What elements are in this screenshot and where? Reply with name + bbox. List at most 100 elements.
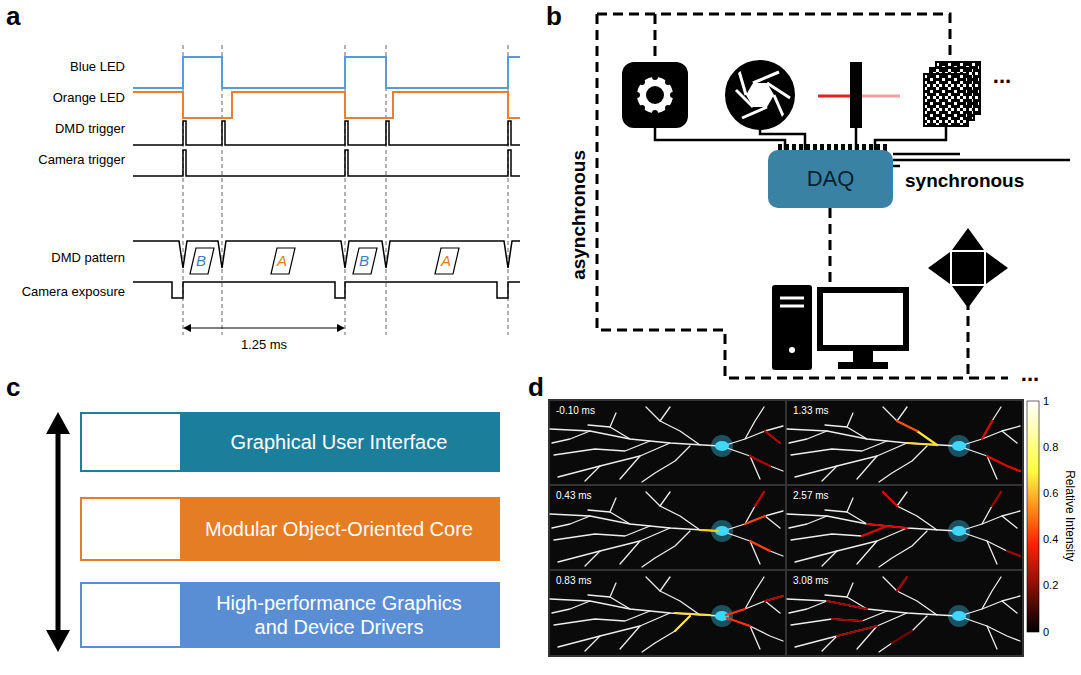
software-layer-band: Graphical User Interface <box>80 412 500 472</box>
camera-icon <box>665 79 671 85</box>
colorbar-tick: 0 <box>1043 626 1049 639</box>
colorbar-tick: 0.6 <box>1043 487 1058 500</box>
computer-icon <box>853 348 873 362</box>
pattern-letter: B <box>359 252 371 270</box>
signal-name: Orange LED <box>53 91 125 106</box>
activity-highlight <box>897 421 917 431</box>
signal-name: Blue LED <box>70 60 125 75</box>
camera-icon <box>634 92 640 98</box>
activity-highlight <box>675 421 1020 643</box>
activity-highlight <box>982 421 1020 471</box>
neuron-imaging-panel <box>550 571 785 655</box>
activity-highlight <box>726 609 750 626</box>
pattern-frame: B <box>190 248 214 274</box>
pattern-frame: A <box>271 248 295 274</box>
neuron-imaging-panel <box>550 492 783 567</box>
colorbar-tick: 0.8 <box>1043 441 1058 454</box>
async-dashed-link <box>967 300 970 378</box>
colorbar-tick: 0.4 <box>1043 533 1058 546</box>
neuron-imaging-panel <box>787 571 1022 655</box>
shutter-icon <box>727 62 793 128</box>
computer-icon <box>772 285 812 370</box>
software-layer-band: Modular Object-Oriented Core <box>80 497 500 561</box>
shutter-icon <box>727 62 793 128</box>
shutter-icon <box>736 71 790 118</box>
activity-highlight <box>700 492 770 551</box>
colorbar-title: Relative Intensity <box>1062 470 1076 561</box>
laser-filter-icon <box>818 62 900 128</box>
camera-icon <box>646 86 664 104</box>
neuron-imaging-panel <box>548 399 1024 657</box>
signal-name: DMD trigger <box>55 122 125 137</box>
computer-icon <box>820 290 906 348</box>
panel-letter: a <box>6 2 20 32</box>
camera-icon <box>665 105 671 111</box>
activity-highlight <box>907 431 937 445</box>
activity-highlight <box>675 613 710 631</box>
ellipsis: ... <box>993 63 1011 88</box>
shutter-icon <box>742 107 767 118</box>
neuron-imaging-panel <box>787 577 1020 652</box>
shutter-icon <box>727 62 793 128</box>
pattern-frame: A <box>435 248 459 274</box>
stack-double-arrow <box>56 428 61 636</box>
activity-highlight <box>827 577 912 643</box>
activity-highlight <box>750 431 780 466</box>
neuron-imaging-panel <box>548 399 1039 657</box>
stack-arrowhead <box>46 412 70 434</box>
neuron-imaging-panel <box>787 401 1022 484</box>
daq-label: DAQ <box>807 166 855 192</box>
software-layer-band: High-performance Graphics and Device Dri… <box>80 582 500 648</box>
shutter-icon <box>767 83 790 98</box>
dmd-pattern-icon <box>924 74 968 126</box>
orange-led-trace <box>133 92 520 118</box>
signal-name: DMD pattern <box>51 251 125 266</box>
stage-arrows-icon <box>952 286 984 308</box>
stage-arrows-icon <box>952 228 984 250</box>
camera-icon <box>634 74 676 116</box>
sync-label: synchronous <box>905 170 1024 192</box>
shutter-icon <box>774 95 784 118</box>
neuron-imaging-panel <box>550 407 783 482</box>
camera-icon <box>652 110 658 116</box>
camera-exposure-trace <box>133 282 520 298</box>
ellipsis: ... <box>1021 361 1039 386</box>
daq-wire <box>875 126 946 150</box>
pattern-letter: B <box>196 252 208 270</box>
daq-wire <box>893 153 960 156</box>
computer-icon <box>789 347 795 353</box>
timestamp: 0.83 ms <box>556 575 592 587</box>
timestamp: 2.57 ms <box>793 490 829 502</box>
shutter-icon <box>753 72 779 83</box>
timestamp: 0.43 ms <box>556 490 592 502</box>
parallelogram-outline <box>271 248 295 274</box>
activity-highlight <box>992 492 1020 556</box>
daq-wire <box>893 159 1070 162</box>
camera-trigger-trace <box>133 150 520 176</box>
neuron-imaging-panel <box>550 577 783 652</box>
parallelogram-outline <box>435 248 459 274</box>
async-dashed-link <box>597 14 1008 378</box>
shutter-icon <box>739 71 746 95</box>
neuron-imaging-panel <box>550 401 785 484</box>
async-dashed-link <box>597 14 950 58</box>
async-dashed-link <box>829 208 832 285</box>
async-dashed-link <box>597 14 1008 378</box>
computer-icon <box>780 305 804 308</box>
daq-wire <box>893 165 900 168</box>
neuron-imaging-panel <box>787 486 1022 569</box>
laser-filter-icon <box>862 95 900 98</box>
neuron-imaging-panel <box>550 486 785 569</box>
signal-name: Camera trigger <box>38 153 125 168</box>
neuron-imaging-panel <box>787 407 1020 482</box>
signal-name: Camera exposure <box>22 285 125 300</box>
software-stack-art <box>46 412 70 652</box>
daq-wire <box>655 128 785 150</box>
panel-letter: b <box>546 2 562 32</box>
camera-icon <box>639 79 645 85</box>
colorbar <box>1027 401 1039 632</box>
stage-arrows-icon <box>928 228 1008 308</box>
async-dashed-link <box>654 14 657 62</box>
timestamp: 3.08 ms <box>793 575 829 587</box>
